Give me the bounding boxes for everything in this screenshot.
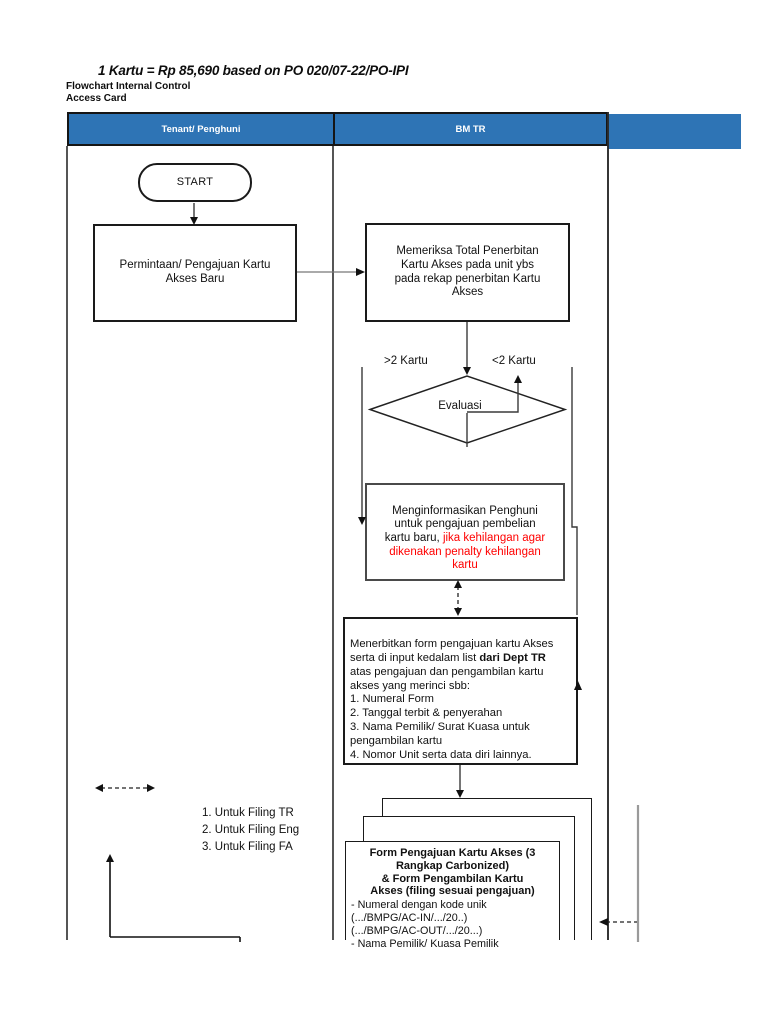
arrowhead-up-icon — [514, 375, 522, 383]
process-memeriksa-label: Memeriksa Total Penerbitan Kartu Akses p… — [394, 245, 541, 299]
start-label: START — [176, 176, 214, 189]
process-menerbitkan: Menerbitkan form pengajuan kartu Akses s… — [343, 617, 578, 765]
arrowhead-down-icon — [456, 790, 464, 798]
menginformasikan-penalty-text: jika kehilangan agar dikenakan penalty k… — [389, 532, 546, 572]
page-title: 1 Kartu = Rp 85,690 based on PO 020/07-2… — [98, 63, 409, 78]
menerbitkan-text-2: atas pengajuan dan pengambilan kartu aks… — [350, 665, 544, 762]
arrowhead-down-icon — [454, 608, 462, 616]
doc-subtitle-line1: Flowchart Internal Control — [66, 81, 191, 92]
arrowhead-left-icon — [599, 918, 608, 926]
lane-third-header — [608, 114, 741, 149]
form-title: Form Pengajuan Kartu Akses (3 Rangkap Ca… — [369, 847, 536, 898]
form-details: - Numeral dengan kode unik (.../BMPG/AC-… — [351, 899, 499, 950]
decision-evaluasi-label: Evaluasi — [438, 400, 482, 412]
arrowhead-left-icon — [95, 784, 103, 792]
swimlane-header: Tenant/ Penghuni BM TR — [67, 112, 608, 146]
process-permintaan: Permintaan/ Pengajuan Kartu Akses Baru — [93, 224, 297, 322]
branch-label-less-than-2: <2 Kartu — [492, 355, 536, 367]
menerbitkan-dept-tr: dari Dept TR — [479, 651, 546, 664]
connector-right-flank — [571, 367, 578, 615]
process-permintaan-label: Permintaan/ Pengajuan Kartu Akses Baru — [119, 259, 271, 285]
form-sheet-front: Form Pengajuan Kartu Akses (3 Rangkap Ca… — [345, 841, 560, 950]
lane-tenant-header: Tenant/ Penghuni — [69, 114, 335, 144]
menginformasikan-text: Menginformasikan Penghuni untuk pengajua… — [384, 504, 538, 544]
lane-bmtr-header: BM TR — [455, 123, 486, 135]
arrowhead-right-icon — [356, 268, 365, 276]
arrowhead-down-icon — [463, 367, 471, 375]
arrowhead-right-icon — [147, 784, 155, 792]
doc-subtitle-line2: Access Card — [66, 93, 127, 104]
filing-list: 1. Untuk Filing TR 2. Untuk Filing Eng 3… — [202, 807, 300, 853]
process-memeriksa: Memeriksa Total Penerbitan Kartu Akses p… — [365, 223, 570, 322]
menerbitkan-text-1: Menerbitkan form pengajuan kartu Akses s… — [350, 637, 554, 664]
arrowhead-up-icon — [106, 854, 114, 862]
branch-label-more-than-2: >2 Kartu — [384, 355, 428, 367]
start-terminator: START — [138, 163, 252, 202]
process-menginformasikan: Menginformasikan Penghuni untuk pengajua… — [365, 483, 565, 581]
arrowhead-up-icon — [454, 580, 462, 588]
